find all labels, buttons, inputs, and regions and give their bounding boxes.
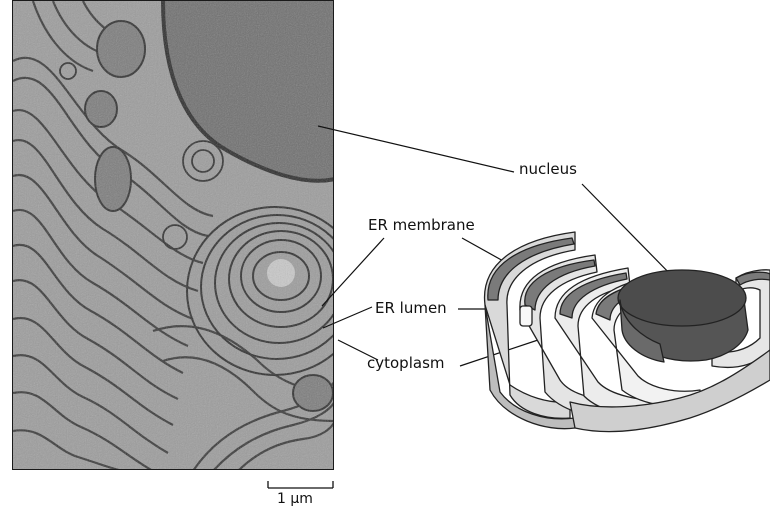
nucleus-disc-top — [618, 270, 746, 326]
er-membrane-leader-micrograph — [322, 238, 384, 306]
nucleus-leader-micrograph — [318, 126, 514, 172]
er-membrane-leader-schematic — [462, 238, 505, 262]
er-schematic — [485, 232, 770, 432]
er-membrane-label: ER membrane — [368, 218, 475, 233]
scale-bar-label: 1 μm — [277, 491, 313, 507]
er-lumen-leader-micrograph — [323, 307, 372, 328]
cytoplasm-label: cytoplasm — [367, 356, 445, 371]
er-lumen-label: ER lumen — [375, 301, 447, 316]
nucleus-label: nucleus — [519, 162, 577, 177]
scale-bar — [268, 481, 333, 488]
